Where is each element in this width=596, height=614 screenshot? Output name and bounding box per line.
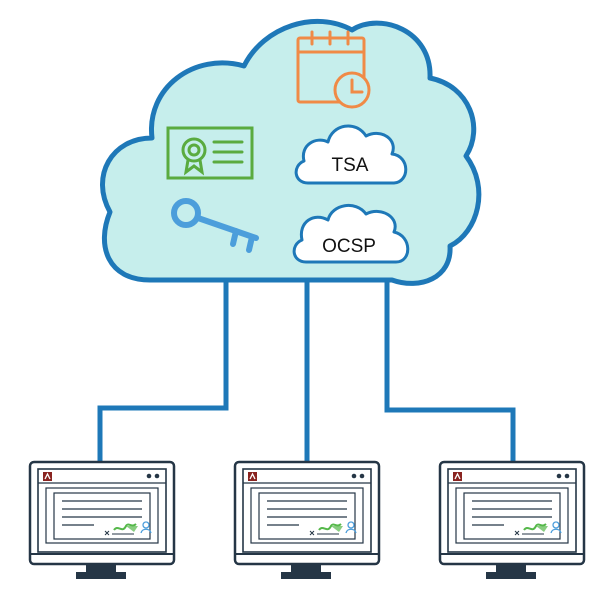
connection-lines (97, 282, 516, 462)
computer-3 (438, 460, 586, 581)
certificate-icon (166, 126, 254, 180)
key-icon (171, 198, 259, 253)
tsa-label: TSA (332, 155, 369, 176)
calendar-clock-icon (296, 30, 371, 109)
ocsp-label: OCSP (322, 236, 376, 257)
computer-1 (28, 460, 176, 581)
ocsp-cloud-shape (292, 204, 410, 264)
connection-line-left (97, 282, 229, 462)
tsa-service: TSA (294, 124, 408, 185)
cloud-shape (100, 19, 482, 286)
connection-line-right (384, 282, 516, 462)
ocsp-service: OCSP (292, 204, 410, 264)
tsa-cloud-shape (294, 124, 408, 185)
computer-2 (233, 460, 381, 581)
